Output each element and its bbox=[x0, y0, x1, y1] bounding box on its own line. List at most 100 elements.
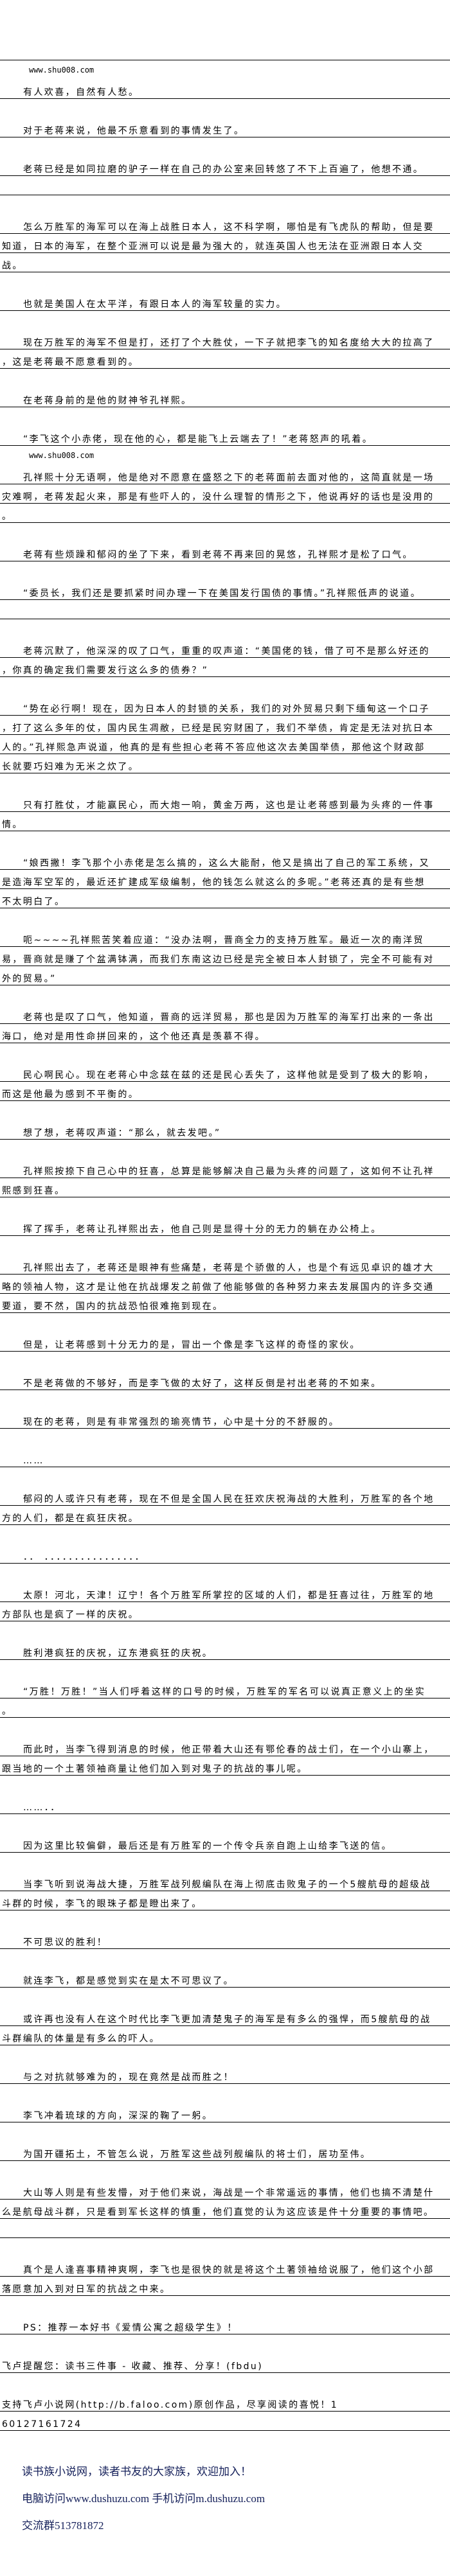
paragraph-line: “李飞这个小赤佬，现在他的心，都是能飞上云端去了！”老蒋怒声的吼着。 bbox=[0, 427, 450, 446]
paragraph-line: 斗群的时候，李飞的眼珠子都是瞪出来了。 bbox=[0, 1891, 450, 1910]
paragraph-line: “势在必行啊！现在，因为日本人的封锁的关系，我们的对外贸易只剩下缅甸这一个口子 bbox=[0, 696, 450, 716]
paragraph-line: 战。 bbox=[0, 253, 450, 272]
paragraph-line: 老蒋已经是如同拉磨的驴子一样在自己的办公室来回转悠了不下上百遍了，他想不通。 bbox=[0, 157, 450, 176]
paragraph-gap bbox=[0, 1140, 450, 1159]
footer-group-number: 交流群513781872 bbox=[22, 2519, 104, 2532]
paragraph-line: 海口，绝对是用性命拼回来的，这个他还真是羡慕不得。 bbox=[0, 1024, 450, 1043]
paragraph-gap bbox=[0, 311, 450, 330]
paragraph-line: ，这是老蒋最不愿意看到的。 bbox=[0, 349, 450, 369]
paragraph-line: 孔祥熙十分无语啊，他是绝对不愿意在盛怒之下的老蒋面前去面对他的，这简直就是一场 bbox=[0, 465, 450, 484]
paragraph-gap bbox=[0, 137, 450, 157]
paragraph-line: 长就要巧妇难为无米之炊了。 bbox=[0, 754, 450, 773]
paragraph-line: 要道，要不然，国内的抗战恐怕很难拖到现在。 bbox=[0, 1294, 450, 1313]
paragraph-line: 灾难啊，老蒋发起火来，那是有些吓人的，没什么理智的情形之下，他说再好的话也是没用… bbox=[0, 484, 450, 504]
paragraph-line: 在老蒋身前的是他的财神爷孔祥熙。 bbox=[0, 388, 450, 407]
paragraph-line: ．． ．．．．．．．．．．．．．．．． bbox=[0, 1544, 450, 1564]
empty-ruled-line bbox=[0, 176, 450, 195]
paragraph-line: 不太明白了。 bbox=[0, 889, 450, 908]
paragraph-gap bbox=[0, 1313, 450, 1332]
paragraph-gap bbox=[0, 407, 450, 427]
paragraph-gap bbox=[0, 1621, 450, 1641]
paragraph-line: “委员长，我们还是要抓紧时间办理一下在美国发行国债的事情。”孔祥熙低声的说道。 bbox=[0, 581, 450, 600]
paragraph-line: 就连李飞，都是感觉到实在是太不可思议了。 bbox=[0, 1968, 450, 1988]
paragraph-line: 想了想，老蒋叹声道：“那么，就去发吧。” bbox=[0, 1120, 450, 1140]
paragraph-line: 与之对抗就够难为的，现在竟然是战而胜之！ bbox=[0, 2065, 450, 2084]
paragraph-line: 孔祥熙出去了，老蒋还是眼神有些痛楚，老蒋是个骄傲的人，也是个有远见卓识的雄才大 bbox=[0, 1255, 450, 1275]
paragraph-line: 因为这里比较偏僻，最后还是有万胜军的一个传令兵亲自跑上山给李飞送的信。 bbox=[0, 1833, 450, 1853]
paragraph-gap bbox=[0, 99, 450, 118]
paragraph-line: 知道，日本的海军，在整个亚洲可以说是最为强大的，就连英国人也无法在亚洲跟日本人交 bbox=[0, 234, 450, 253]
paragraph-line: 但是，让老蒋感到十分无力的是，冒出一个像是李飞这样的奇怪的家伙。 bbox=[0, 1332, 450, 1352]
paragraph-gap bbox=[0, 1467, 450, 1486]
paragraph-line: 不是老蒋做的不够好，而是李飞做的太好了，这样反倒是衬出老蒋的不如来。 bbox=[0, 1371, 450, 1390]
paragraph-line: ……．． bbox=[0, 1795, 450, 1814]
paragraph-gap bbox=[0, 561, 450, 581]
paragraph-line: 方部队也是疯了一样的庆祝。 bbox=[0, 1602, 450, 1621]
watermark-url: www.shu008.com bbox=[29, 450, 94, 460]
paragraph-line: 老蒋也是叹了口气，他知道，晋商的远洋贸易，那也是因为万胜军的海军打出来的一条出 bbox=[0, 1005, 450, 1024]
paragraph-gap bbox=[0, 831, 450, 851]
paragraph-gap bbox=[0, 523, 450, 542]
paragraph-line: 对于老蒋来说，他最不乐意看到的事情发生了。 bbox=[0, 118, 450, 137]
paragraph-line: PS：推荐一本好书《爱情公寓之超级学生》！ bbox=[0, 2315, 450, 2334]
paragraph-line: 跟当地的一个土著领袖商量让他们加入到对鬼子的抗战的事儿呢。 bbox=[0, 1756, 450, 1776]
footer-access-links[interactable]: 电脑访问www.dushuzu.com 手机访问m.dushuzu.com bbox=[22, 2492, 266, 2505]
paragraph-line: 也就是美国人在太平洋，有跟日本人的海军较量的实力。 bbox=[0, 292, 450, 311]
paragraph-gap bbox=[0, 1101, 450, 1120]
paragraph-line: 大山等人则是有些发懵，对于他们来说，海战是一个非常遥远的事情，他们也搞不清楚什 bbox=[0, 2180, 450, 2200]
watermark-url: www.shu008.com bbox=[29, 65, 94, 75]
paragraph-line: 是造海军空军的，最近还扩建成军级编制，他的钱怎么就这么的多呢。”老蒋还真的是有些… bbox=[0, 870, 450, 889]
paragraph-gap bbox=[0, 1660, 450, 1679]
paragraph-line: 人的。”孔祥熙急声说道，他真的是有些担心老蒋不答应他这次去美国举债，那他这个财政… bbox=[0, 735, 450, 754]
paragraph-line: 胜利港疯狂的庆祝，辽东港疯狂的庆祝。 bbox=[0, 1641, 450, 1660]
paragraph-line: 太原！河北，天津！辽宁！各个万胜军所掌控的区域的人们，都是狂喜过往，万胜军的地 bbox=[0, 1583, 450, 1602]
paragraph-line: 熙感到狂喜。 bbox=[0, 1178, 450, 1197]
paragraph-line: 。 bbox=[0, 1698, 450, 1718]
paragraph-line: ，打了这么多年的仗，国内民生凋敝，已经是民穷财困了，我们不举债，肯定是无法对抗日… bbox=[0, 716, 450, 735]
paragraph-line: 有人欢喜，自然有人愁。 bbox=[0, 80, 450, 99]
paragraph-line: 现在的老蒋，则是有非常强烈的瑜亮情节，心中是十分的不舒服的。 bbox=[0, 1409, 450, 1429]
paragraph-line: …… bbox=[0, 1448, 450, 1467]
paragraph-gap bbox=[0, 272, 450, 292]
paragraph-gap bbox=[0, 2045, 450, 2065]
paragraph-line: 老蒋有些烦躁和郁闷的坐了下来，看到老蒋不再来回的晃悠，孔祥熙才是松了口气。 bbox=[0, 542, 450, 561]
chapter-body: www.shu008.com 有人欢喜，自然有人愁。对于老蒋来说，他最不乐意看到的… bbox=[0, 41, 450, 2431]
paragraph-gap bbox=[0, 1853, 450, 1872]
paragraph-gap bbox=[0, 677, 450, 696]
paragraph-line: 为国开疆拓土，不管怎么说，万胜军这些战列舰编队的将士们，居功至伟。 bbox=[0, 2142, 450, 2161]
paragraph-gap bbox=[0, 1352, 450, 1371]
paragraph-gap bbox=[0, 1949, 450, 1968]
paragraph-line: ，你真的确定我们需要发行这么多的债券？” bbox=[0, 658, 450, 677]
paragraph-gap bbox=[0, 619, 450, 639]
paragraph-line: 怎么万胜军的海军可以在海上战胜日本人，这不科学啊，哪怕是有飞虎队的帮助，但是要 bbox=[0, 215, 450, 234]
empty-ruled-line bbox=[0, 2219, 450, 2238]
paragraph-line: 略的领袖人物，这才是让他在抗战爆发之前做了他能够做的各种努力来去发展国内的许多交… bbox=[0, 1275, 450, 1294]
paragraph-gap bbox=[0, 2373, 450, 2392]
paragraph-gap bbox=[0, 1776, 450, 1795]
paragraph-line: 真个是人逢喜事精神爽啊，李飞也是很快的就是将这个土著领袖给说服了，他们这个小部 bbox=[0, 2257, 450, 2277]
paragraph-line: 郁闷的人或许只有老蒋，现在不但是全国人民在狂欢庆祝海战的大胜利，万胜军的各个地 bbox=[0, 1486, 450, 1506]
paragraph-line: 现在万胜军的海军不但是打，还打了个大胜仗，一下子就把李飞的知名度给大大的拉高了 bbox=[0, 330, 450, 349]
paragraph-gap bbox=[0, 1910, 450, 1930]
paragraph-gap bbox=[0, 2238, 450, 2257]
paragraph-line: “娘西撇！李飞那个小赤佬是怎么搞的，这么大能耐，他又是搞出了自己的军工系统，又 bbox=[0, 851, 450, 870]
paragraph-line: 么是航母战斗群，只是看到军长这样的慎重，他们直觉的认为这应该是件十分重要的事情吧… bbox=[0, 2200, 450, 2219]
paragraph-line: 当李飞听到说海战大捷，万胜军战列舰编队在海上彻底击败鬼子的一个5艘航母的超级战 bbox=[0, 1872, 450, 1891]
footer-slogan: 读书族小说网，读者书友的大家族，欢迎加入！ bbox=[22, 2466, 251, 2478]
paragraph-line: 方的人们，都是在疯狂庆祝。 bbox=[0, 1506, 450, 1525]
paragraph-line: 孔祥熙按捺下自己心中的狂喜，总算是能够解决自己最为头疼的问题了，这如何不让孔祥 bbox=[0, 1159, 450, 1178]
paragraph-gap bbox=[0, 195, 450, 215]
paragraph-line: 易，晋商就是赚了个盆满钵满，而我们东南这边已经是完全被日本人封锁了，完全不可能有… bbox=[0, 947, 450, 966]
site-footer: 读书族小说网，读者书友的大家族，欢迎加入！ 电脑访问www.dushuzu.co… bbox=[22, 2466, 265, 2546]
paragraph-line: 不可思议的胜利！ bbox=[0, 1930, 450, 1949]
paragraph-line: 只有打胜仗，才能赢民心，而大炮一响，黄金万两，这也是让老蒋感到最为头疼的一件事 bbox=[0, 793, 450, 812]
paragraph-gap bbox=[0, 2296, 450, 2315]
paragraph-gap bbox=[0, 1718, 450, 1737]
paragraph-gap bbox=[0, 1236, 450, 1255]
paragraph-line: “万胜！万胜！”当人们呼着这样的口号的时候，万胜军的军名可以说真正意义上的坐实 bbox=[0, 1679, 450, 1698]
paragraph-line: 情。 bbox=[0, 812, 450, 831]
paragraph-line: 或许再也没有人在这个时代比李飞更加清楚鬼子的海军是有多么的强悍，而5艘航母的战 bbox=[0, 2007, 450, 2026]
paragraph-line: 民心啊民心。现在老蒋心中念兹在兹的还是民心丢失了，这样他就是受到了极大的影响， bbox=[0, 1063, 450, 1082]
paragraph-line: 李飞冲着琉球的方向，深深的鞠了一躬。 bbox=[0, 2103, 450, 2122]
paragraph-line: 落愿意加入到对日军的抗战之中来。 bbox=[0, 2277, 450, 2296]
